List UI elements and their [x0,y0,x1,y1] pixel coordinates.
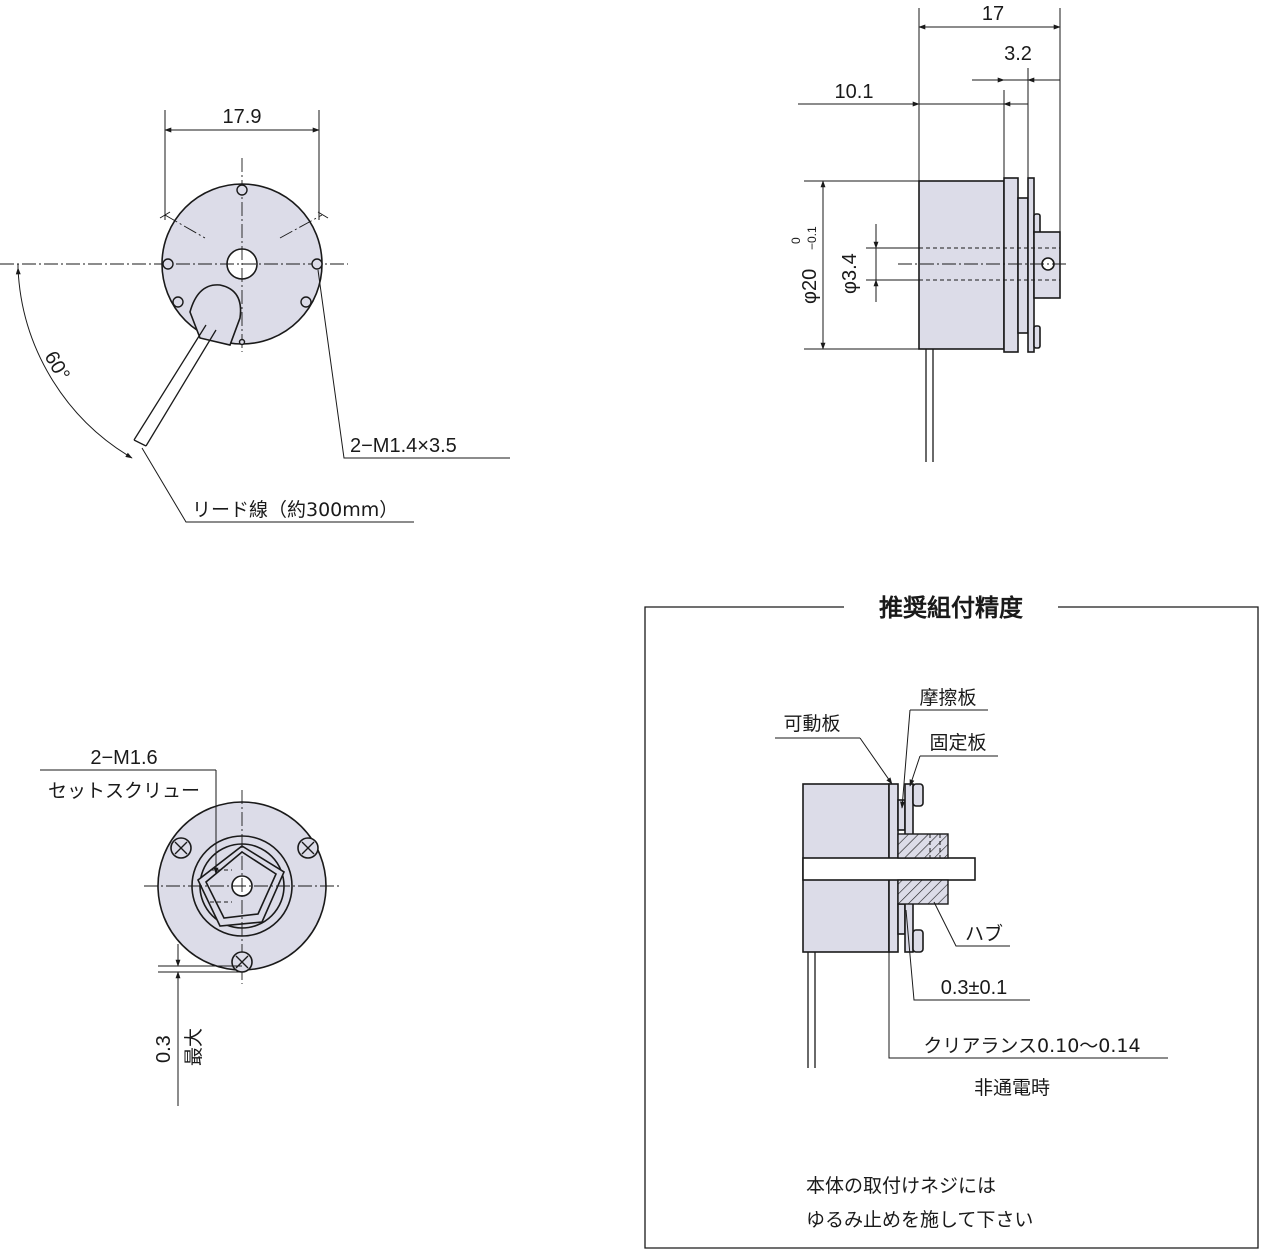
front-hole-top [236,184,248,196]
front-mount-hole-left [162,258,174,270]
panel-border [644,606,1259,1249]
lead-note-label: リード線（約300mm） [192,499,398,521]
side-movable-plate [1003,177,1019,353]
angle-arc [15,267,133,459]
flange-length-label: 3.2 [1004,43,1032,65]
rear-screw-left [170,837,192,859]
assembly-hub-lower [897,879,949,905]
body-diameter-label: φ20 [799,269,821,304]
body-diameter-tol-lower: −0.1 [805,226,819,250]
angle-label: 60° [40,348,74,385]
friction-plate-leader [900,709,911,809]
front-view: 17.9 60° 2−M1.4×3.5 リード線（約300mm） [0,106,510,523]
body-diameter-tol-upper: 0 [789,237,803,244]
side-body [918,180,1005,350]
max-offset-label: 0.3 [153,1035,175,1063]
note-line-2: ゆるみ止めを施して下さい [806,1209,1033,1231]
gap-leader [905,909,1030,1001]
movable-plate-label: 可動板 [783,713,840,735]
friction-plate-label: 摩擦板 [919,687,976,709]
setscrew-type-label: セットスクリュー [48,780,200,802]
screw-leader [317,269,510,459]
note-line-1: 本体の取付けネジには [806,1175,996,1197]
side-friction-plate [1017,197,1029,334]
hub-leader [933,901,1010,947]
setscrew-size-label: 2−M1.6 [90,747,157,769]
hub-label: ハブ [965,922,1003,945]
width-dimension-label: 17.9 [223,106,262,128]
fixed-plate-leader [909,755,921,787]
max-label: 最大 [183,1028,205,1066]
assembly-screw-bottom [912,929,924,953]
shaft-diameter-label: φ3.4 [839,253,861,294]
condition-label: 非通電時 [974,1077,1050,1099]
movable-plate-leader [859,737,893,785]
assembly-shaft [802,857,976,881]
rear-view: 2−M1.6 セットスクリュー 0.3 最大 [40,747,342,1106]
body-length-label: 10.1 [835,81,874,103]
clearance-leader [888,950,1168,1059]
front-mount-hole-right [311,258,323,270]
lead-wire-edge-a [133,324,207,441]
front-hole-lower-left [172,296,184,308]
side-screw-head-bottom [1033,325,1041,349]
gap-label: 0.3±0.1 [941,977,1008,999]
rear-screw-right [297,837,319,859]
fixed-plate-label: 固定板 [929,732,986,754]
front-hole-bottom [238,338,246,346]
recommended-assembly-panel: 推奨組付精度 摩擦板 可動板 固定板 ハブ 0.3±0.1 [644,594,1259,1249]
side-fixed-plate [1027,177,1035,353]
lead-leader [141,447,414,523]
side-view: 17 3.2 10.1 φ20 0 −0.1 φ3.4 [789,3,1068,462]
screw-note-label: 2−M1.4×3.5 [350,435,457,457]
clearance-label: クリアランス0.10〜0.14 [923,1035,1140,1057]
lead-wire-boss [189,284,242,346]
assembly-screw-top [912,783,924,807]
rear-screw-bottom [231,951,253,973]
panel-title: 推奨組付精度 [879,594,1024,622]
front-hole-lower-right [300,296,312,308]
overall-length-label: 17 [982,3,1004,25]
lead-wire-edge-b [145,329,217,447]
